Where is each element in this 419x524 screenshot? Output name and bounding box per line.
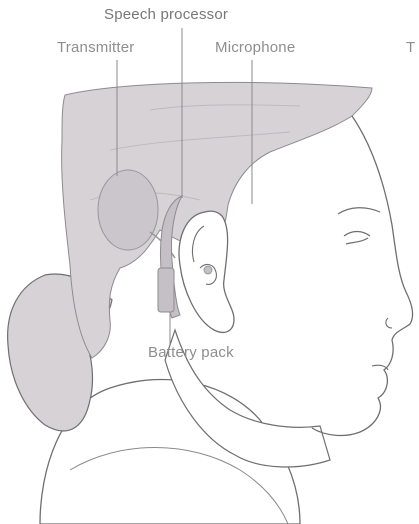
eyebrow xyxy=(338,208,380,214)
battery-pack-device xyxy=(158,268,174,312)
nostril xyxy=(386,318,392,328)
eye xyxy=(344,232,370,245)
label-microphone: Microphone xyxy=(215,39,295,56)
label-transmitter: Transmitter xyxy=(57,39,135,56)
label-battery-pack: Battery pack xyxy=(148,344,234,361)
microphone-device xyxy=(204,266,212,274)
label-speech-processor: Speech processor xyxy=(104,6,228,23)
face-profile xyxy=(312,116,413,435)
transmitter-coil xyxy=(98,170,158,250)
label-cut-off: T xyxy=(406,39,415,56)
